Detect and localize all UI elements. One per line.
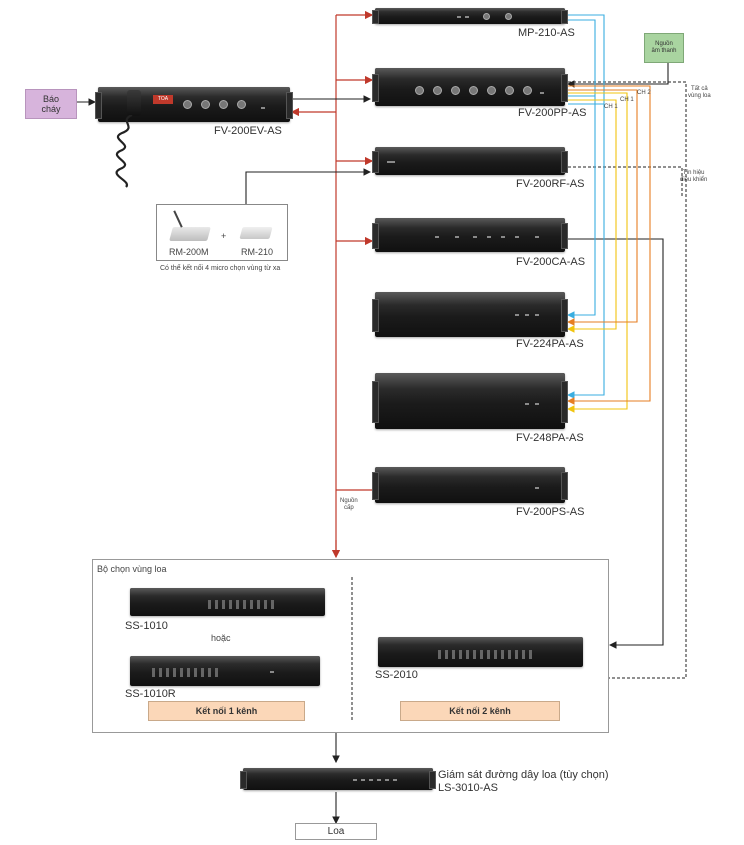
ss1010r-device: [130, 656, 320, 686]
speaker-box: Loa: [295, 823, 377, 840]
ch1-note-a: CH 1: [620, 97, 634, 103]
ss1010r-label: SS-1010R: [125, 688, 176, 700]
fv224pa-label: FV-224PA-AS: [516, 338, 584, 350]
audio-source-label: Nguồn âm thanh: [651, 41, 677, 54]
all-zones-note: Tất cả vùng loa: [688, 86, 711, 99]
or-label: hoặc: [211, 633, 231, 643]
fv200ps-device: [372, 467, 568, 503]
fv200ca-device: [372, 218, 568, 252]
fv200rf-device: [372, 147, 568, 175]
ss2010-device: [378, 637, 583, 667]
remote-mic-panel: + RM-200M RM-210: [156, 204, 288, 261]
ch1-note-b: CH 1: [604, 104, 618, 110]
speaker-label: Loa: [327, 826, 345, 837]
ss1010-device: [130, 588, 325, 616]
rm200m-label: RM-200M: [169, 247, 209, 257]
ss2010-label: SS-2010: [375, 669, 418, 681]
mic-cord-icon: [115, 115, 133, 188]
power-bus: [290, 10, 374, 559]
audio-source-box: Nguồn âm thanh: [644, 33, 684, 63]
fv224pa-device: [372, 292, 568, 337]
power-supply-note: Nguồn cấp: [340, 498, 358, 511]
remote-caption: Có thể kết nối 4 micro chọn vùng từ xa: [160, 265, 281, 272]
blue-audio-lines: [566, 14, 605, 399]
fv200pp-device: [372, 68, 568, 106]
fv248pa-label: FV-248PA-AS: [516, 432, 584, 444]
fv200rf-label: FV-200RF-AS: [516, 178, 585, 190]
selector-title: Bộ chọn vùng loa: [97, 564, 167, 574]
fv200ps-label: FV-200PS-AS: [516, 506, 585, 518]
ss1010-label: SS-1010: [125, 620, 168, 632]
dashed-control-lines: [351, 81, 687, 720]
toa-logo: TOA: [153, 95, 173, 104]
fv248pa-device: [372, 373, 568, 429]
microphone: [127, 90, 141, 116]
fv200pp-label: FV-200PP-AS: [518, 107, 587, 119]
zone-selector-panel: Bộ chọn vùng loa hoặc Kết nối 1 kênh Kết…: [92, 559, 609, 733]
one-channel-tag: Kết nối 1 kênh: [148, 701, 305, 721]
ls3010-device: [240, 768, 436, 790]
control-signal-note: Tín hiệu điều khiển: [680, 170, 708, 183]
ch2-note: CH 2: [637, 90, 651, 96]
rm200m-mic-icon: [173, 210, 183, 228]
mp210-device: [372, 8, 568, 24]
fv200ev-label: FV-200EV-AS: [214, 125, 282, 137]
fv200ca-label: FV-200CA-AS: [516, 256, 586, 268]
rm210-label: RM-210: [241, 247, 274, 257]
rm200m-icon: [169, 227, 211, 241]
rm210-icon: [239, 227, 273, 239]
two-channel-tag: Kết nối 2 kênh: [400, 701, 560, 721]
orange-ch2-lines: [566, 85, 651, 405]
fire-alarm-label: Báo cháy: [41, 94, 61, 114]
ls3010-desc: Giám sát đường dây loa (tùy chọn): [438, 769, 609, 781]
plus-sign: +: [221, 231, 227, 241]
ls3010-label: LS-3010-AS: [438, 782, 498, 794]
yellow-ch1-lines: [566, 92, 628, 413]
mp210-label: MP-210-AS: [518, 27, 575, 39]
fire-alarm-box: Báo cháy: [25, 89, 77, 119]
